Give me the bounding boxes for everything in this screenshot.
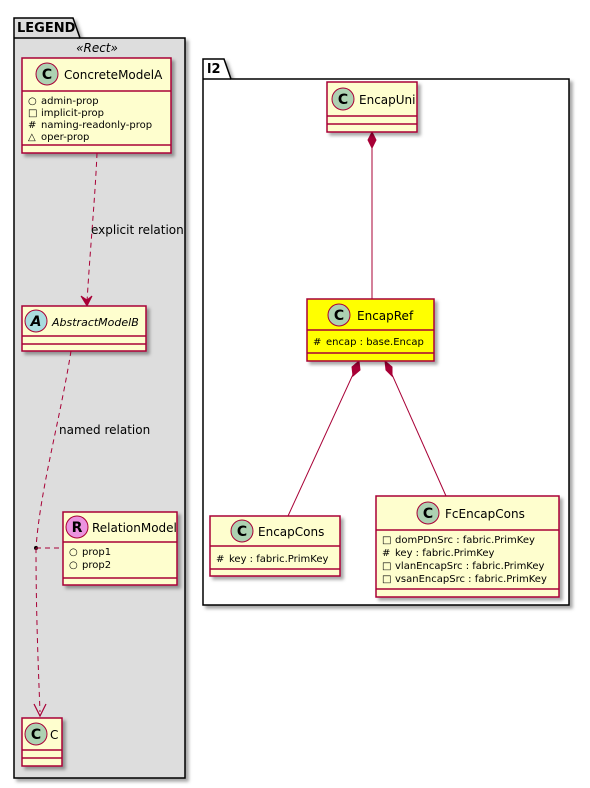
l2-package-label: l2 xyxy=(207,62,221,77)
class-badge-icon: C xyxy=(334,308,344,324)
visibility-protected-icon: # xyxy=(28,120,36,131)
class-property: naming-readonly-prop xyxy=(41,120,152,131)
class-name: EncapCons xyxy=(258,525,324,539)
visibility-public-icon: ○ xyxy=(28,96,37,107)
class-property: implicit-prop xyxy=(41,108,104,119)
class-property: prop1 xyxy=(82,547,111,558)
explicit-relation-label: explicit relation xyxy=(91,223,184,237)
class-property: key : fabric.PrimKey xyxy=(395,548,494,559)
visibility-protected-icon: # xyxy=(313,337,321,348)
class-relation-model[interactable]: R RelationModel ○ prop1 ○ prop2 xyxy=(62,511,178,586)
class-name: EncapRef xyxy=(357,309,414,323)
legend-package-label: LEGEND xyxy=(17,21,76,36)
class-name: RelationModel xyxy=(92,521,177,535)
class-name: C xyxy=(50,728,58,742)
visibility-private-icon: □ xyxy=(382,535,391,546)
class-property: key : fabric.PrimKey xyxy=(229,554,328,565)
class-encap-cons[interactable]: C EncapCons # key : fabric.PrimKey xyxy=(209,515,341,577)
class-property: vlanEncapSrc : fabric.PrimKey xyxy=(395,561,545,572)
class-fc-encap-cons[interactable]: C FcEncapCons □ domPDnSrc : fabric.PrimK… xyxy=(375,495,560,598)
class-property: oper-prop xyxy=(41,132,89,143)
visibility-public-icon: ○ xyxy=(69,547,78,558)
class-name: AbstractModelB xyxy=(51,316,139,329)
visibility-public-icon: ○ xyxy=(69,560,78,571)
class-badge-icon: C xyxy=(338,92,348,108)
visibility-private-icon: □ xyxy=(28,108,37,119)
class-name: FcEncapCons xyxy=(445,507,525,521)
visibility-protected-icon: # xyxy=(382,548,390,559)
class-property: encap : base.Encap xyxy=(326,337,424,348)
class-name: ConcreteModelA xyxy=(64,68,163,82)
relation-badge-icon: R xyxy=(72,520,83,536)
legend-stereotype: «Rect» xyxy=(76,41,118,55)
class-property: vsanEncapSrc : fabric.PrimKey xyxy=(395,574,547,585)
class-badge-icon: C xyxy=(31,727,41,743)
class-property: domPDnSrc : fabric.PrimKey xyxy=(395,535,535,546)
class-badge-icon: C xyxy=(237,524,247,540)
legend-package: LEGEND «Rect» xyxy=(13,17,186,779)
class-badge-icon: C xyxy=(42,67,52,83)
named-relation-label: named relation xyxy=(59,423,150,437)
class-c[interactable]: C C xyxy=(21,717,63,767)
class-encap-uni[interactable]: C EncapUni xyxy=(326,81,418,133)
named-relation-edge: named relation xyxy=(33,350,150,718)
explicit-relation-edge: explicit relation xyxy=(80,152,184,308)
class-property: admin-prop xyxy=(41,96,99,107)
class-badge-icon: C xyxy=(423,506,433,522)
visibility-private-icon: □ xyxy=(382,574,391,585)
composition-edges xyxy=(287,130,447,517)
visibility-package-icon: △ xyxy=(28,132,36,143)
visibility-private-icon: □ xyxy=(382,561,391,572)
class-encap-ref[interactable]: C EncapRef # encap : base.Encap xyxy=(306,298,435,362)
class-abstract-model-b[interactable]: A AbstractModelB xyxy=(21,305,147,352)
class-property: prop2 xyxy=(82,560,111,571)
class-name: EncapUni xyxy=(359,93,415,107)
visibility-protected-icon: # xyxy=(216,554,224,565)
class-concrete-model-a[interactable]: C ConcreteModelA ○ admin-prop □ implicit… xyxy=(21,57,172,154)
abstract-badge-icon: A xyxy=(30,314,42,330)
